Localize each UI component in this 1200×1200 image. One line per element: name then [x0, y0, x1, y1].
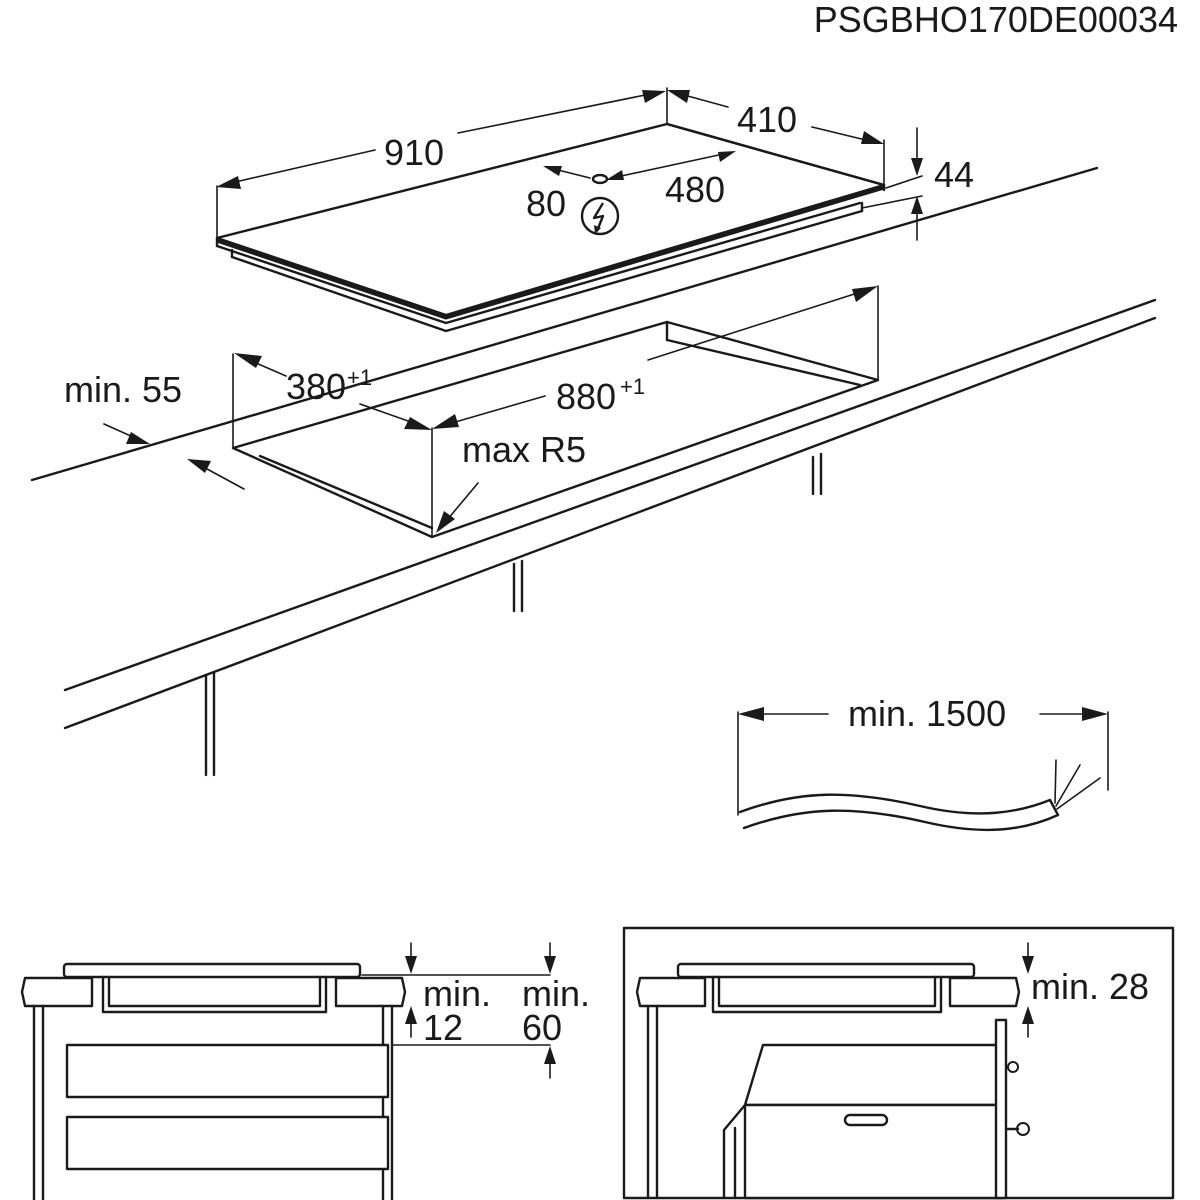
worktop: [30, 166, 1157, 777]
min-front-distance: min. 55: [64, 369, 245, 490]
min-space-label-line2: 60: [522, 1007, 562, 1048]
max-radius-callout: max R5: [436, 429, 586, 533]
hob-depth-dimension: 410: [667, 90, 884, 144]
cutout-width-value: 880: [556, 376, 616, 417]
hob-depth-value: 410: [737, 99, 797, 140]
section-drawers: min. 12 min. 60: [20, 942, 590, 1200]
hob-height-dimension: 44: [911, 127, 974, 241]
connection-offset-x: 480: [665, 169, 725, 210]
hob-width-dimension: 910: [216, 90, 666, 189]
min-gap-label-line2: 12: [423, 1007, 463, 1048]
section-oven: min. 28: [622, 926, 1175, 1200]
document-code: PSGBHO170DE00034: [814, 0, 1178, 40]
min-space-label-line1: min.: [522, 973, 590, 1014]
cutout-depth-tolerance: +1: [347, 365, 372, 390]
connection-offset-y: 80: [526, 183, 566, 224]
cutout-depth-value: 380: [286, 366, 346, 407]
cutout-width-tolerance: +1: [620, 374, 645, 399]
oven-gap-label: min. 28: [1031, 966, 1149, 1007]
electric-connection-icon: [580, 196, 620, 236]
hob-height-value: 44: [934, 154, 974, 195]
min-gap-label-line1: min.: [423, 973, 491, 1014]
max-radius-label: max R5: [462, 429, 586, 470]
hob-width-value: 910: [384, 132, 444, 173]
hob-top-view: [215, 87, 923, 333]
connection-point: 480 80: [526, 151, 736, 224]
cutout-depth-dimension: 380 +1: [234, 353, 432, 430]
cutout-opening: [231, 285, 880, 539]
cable-length-label: min. 1500: [848, 693, 1006, 734]
min-front-label: min. 55: [64, 369, 182, 410]
power-cable: min. 1500: [737, 693, 1109, 832]
cutout-width-dimension: 880 +1: [432, 286, 878, 429]
